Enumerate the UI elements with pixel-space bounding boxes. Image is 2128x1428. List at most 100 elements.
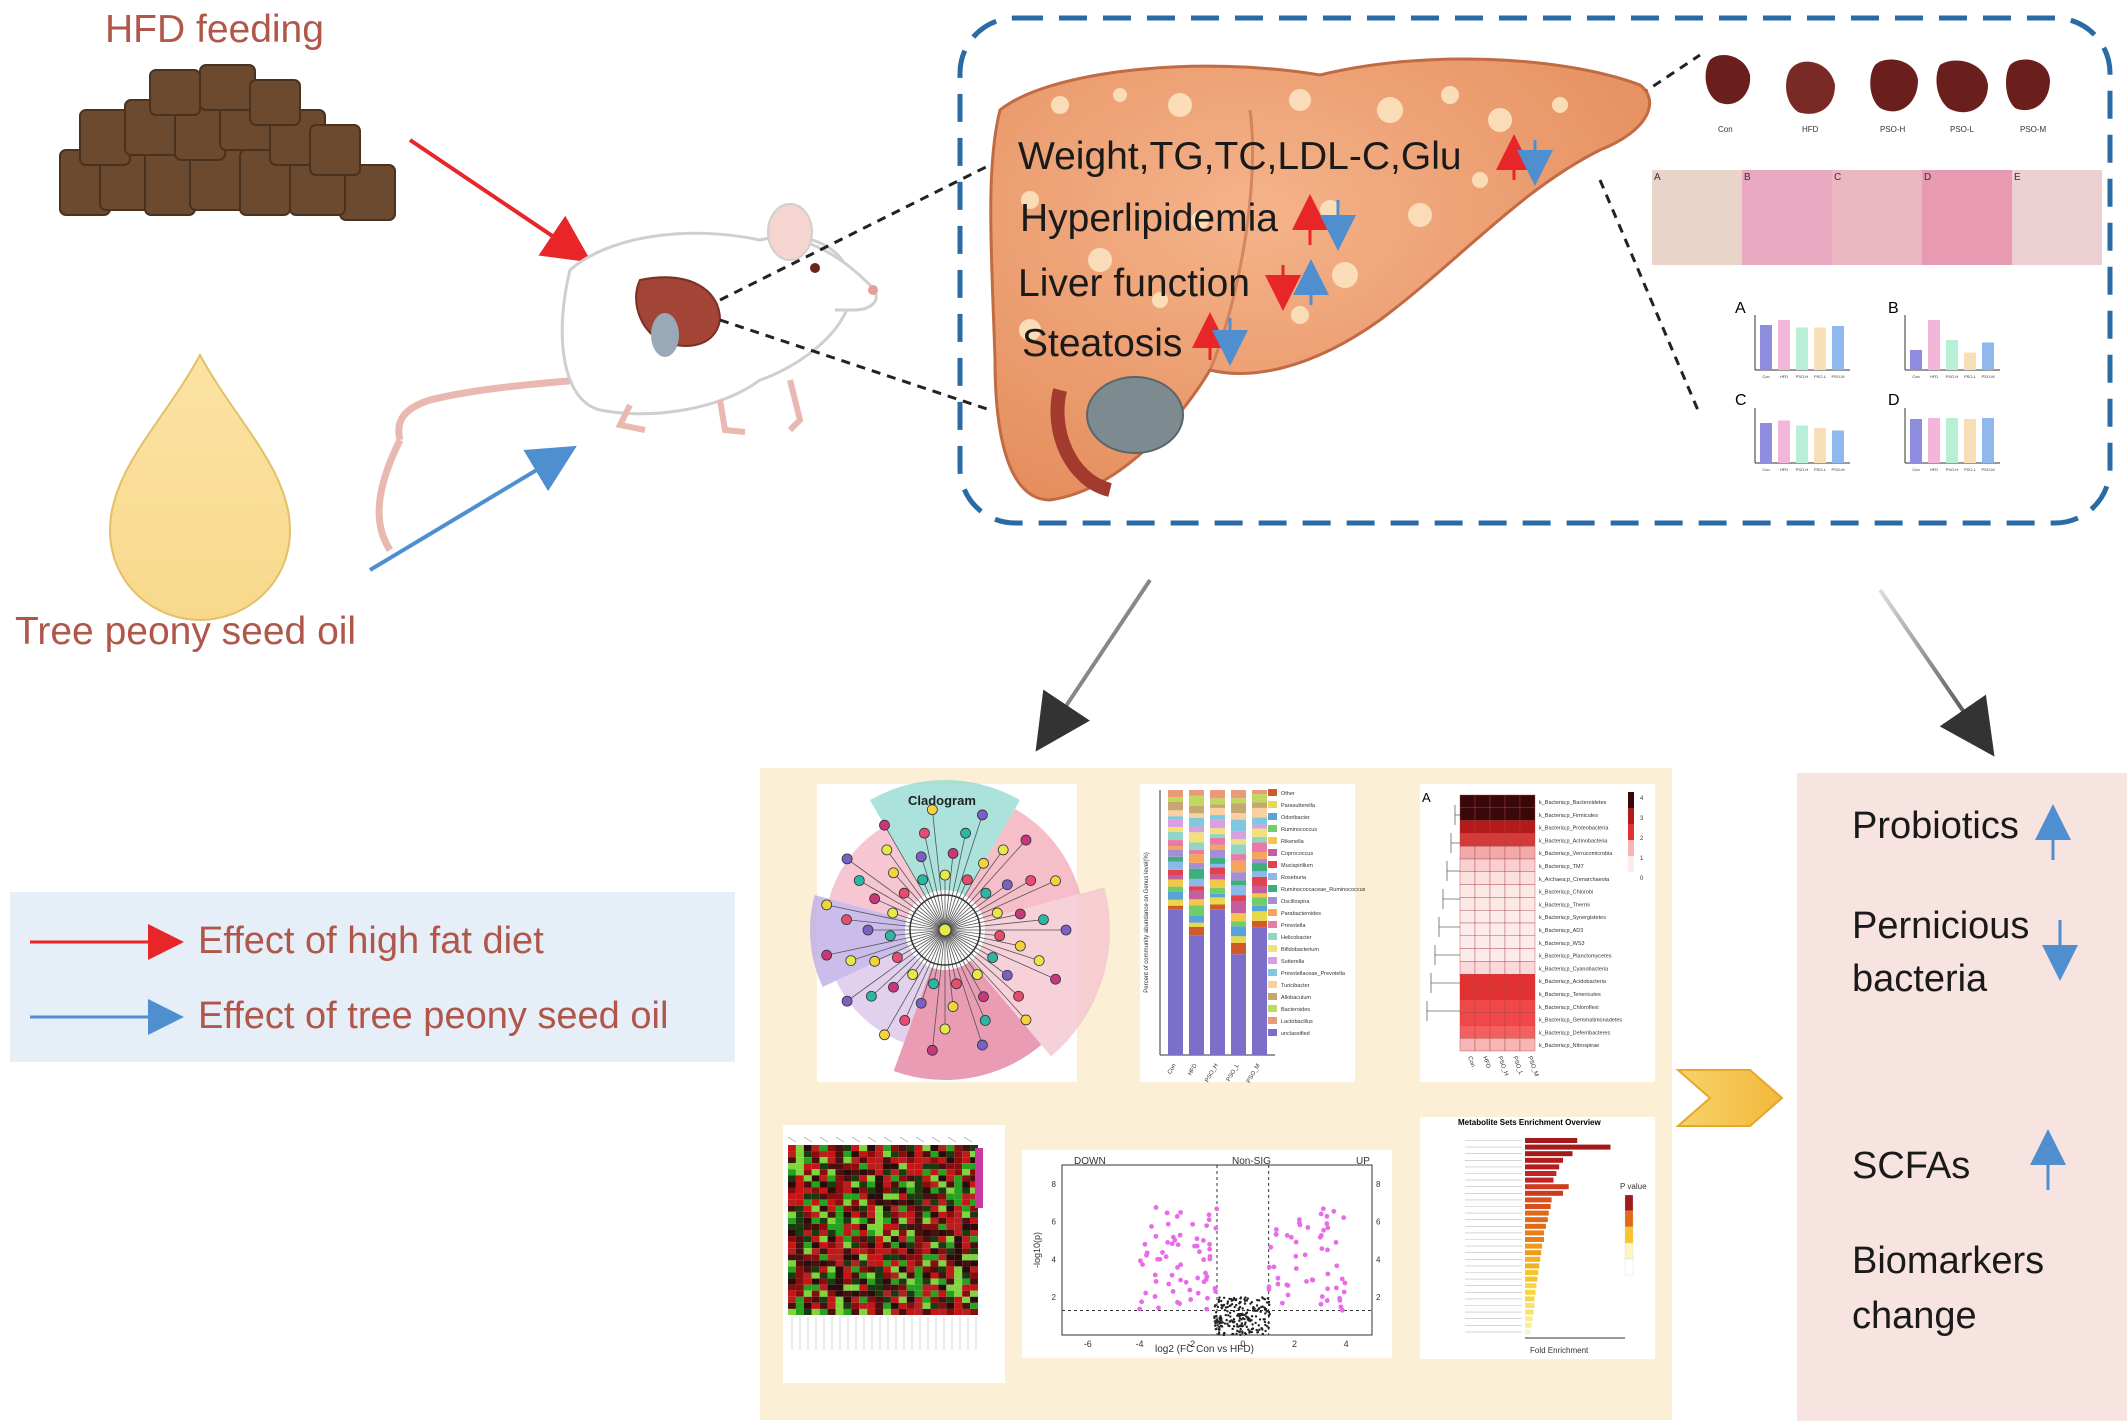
heatmap-cell bbox=[1504, 935, 1521, 949]
stacked-segment bbox=[1210, 897, 1225, 905]
metabolite-heatmap-cell bbox=[819, 1248, 828, 1255]
metabolite-heatmap-cell bbox=[938, 1175, 947, 1182]
enrichment-bar bbox=[1525, 1204, 1551, 1209]
heatmap-cell bbox=[1504, 820, 1521, 834]
heatmap-cell bbox=[1504, 884, 1521, 898]
volcano-point-nonsig bbox=[1248, 1331, 1251, 1334]
metabolite-heatmap-cell bbox=[922, 1284, 931, 1291]
cladogram-node bbox=[1013, 990, 1024, 1002]
volcano-ytick: 8 bbox=[1052, 1180, 1057, 1189]
volcano-point-sig bbox=[1325, 1225, 1331, 1231]
heatmap-cell bbox=[1474, 884, 1491, 898]
metabolite-heatmap-cell bbox=[930, 1230, 939, 1237]
cladogram-node bbox=[1050, 973, 1061, 985]
metabolite-heatmap-cell bbox=[922, 1157, 931, 1164]
metabolite-heatmap-cell bbox=[883, 1223, 891, 1230]
metabolite-heatmap-cell bbox=[859, 1254, 868, 1261]
volcano-point-nonsig bbox=[1231, 1327, 1234, 1331]
metabolite-heatmap-cell bbox=[898, 1296, 907, 1303]
stacked-segment bbox=[1168, 801, 1183, 811]
mini-bar-tick: PSO-L bbox=[1964, 467, 1977, 472]
heatmap-scale-swatch bbox=[1628, 824, 1634, 840]
stacked-segment bbox=[1189, 854, 1204, 863]
metabolite-heatmap-cell bbox=[788, 1151, 796, 1158]
volcano-point-sig bbox=[1293, 1239, 1299, 1245]
volcano-point-nonsig bbox=[1241, 1330, 1244, 1333]
metabolite-heatmap-cell bbox=[914, 1302, 923, 1309]
mini-bar-tick: PSO-H bbox=[1796, 467, 1809, 472]
volcano-point-sig bbox=[1279, 1300, 1285, 1306]
metabolite-heatmap-cell bbox=[954, 1163, 963, 1170]
stacked-legend-label: Parabacteroides bbox=[1281, 911, 1321, 917]
cladogram-node bbox=[987, 952, 999, 963]
stacked-segment bbox=[1210, 790, 1225, 799]
metabolite-heatmap-cell bbox=[851, 1260, 860, 1267]
metabolite-heatmap-cell bbox=[827, 1302, 836, 1309]
cladogram-node bbox=[991, 907, 1003, 919]
cladogram-node bbox=[928, 978, 939, 990]
metabolite-heatmap-cell bbox=[788, 1278, 796, 1285]
volcano-point-sig bbox=[1183, 1279, 1189, 1285]
metabolite-heatmap-cell bbox=[835, 1223, 844, 1230]
metabolite-heatmap-cell bbox=[914, 1242, 923, 1249]
metabolite-heatmap-cell bbox=[954, 1248, 963, 1255]
metabolite-heatmap-cell bbox=[946, 1217, 955, 1224]
enrichment-bar bbox=[1525, 1177, 1554, 1183]
metabolite-heatmap-cell bbox=[803, 1254, 812, 1261]
stacked-segment bbox=[1231, 844, 1246, 855]
oil-drop-illustration bbox=[108, 352, 292, 622]
metabolite-heatmap-cell bbox=[962, 1230, 971, 1237]
volcano-point-nonsig bbox=[1236, 1329, 1239, 1333]
enrichment-bar bbox=[1525, 1322, 1532, 1328]
cladogram-node bbox=[841, 853, 853, 865]
stacked-segment bbox=[1252, 863, 1267, 872]
metabolite-heatmap-cell bbox=[970, 1205, 978, 1212]
metabolite-heatmap-cell bbox=[890, 1199, 899, 1206]
stacked-segment bbox=[1231, 813, 1246, 820]
stacked-segment bbox=[1210, 798, 1225, 805]
enrichment-pvalue-scale bbox=[1624, 1210, 1634, 1228]
metabolite-heatmap-cell bbox=[906, 1217, 915, 1224]
heatmap-cell bbox=[1519, 986, 1536, 1001]
metabolite-heatmap-cell bbox=[946, 1181, 955, 1188]
volcano-point-sig bbox=[1325, 1286, 1330, 1292]
cladogram-branch bbox=[944, 929, 986, 1021]
cladogram-branch bbox=[874, 929, 946, 962]
metabolite-heatmap-cell bbox=[827, 1290, 836, 1297]
cladogram-node bbox=[1014, 908, 1026, 920]
metabolite-heatmap-cell bbox=[922, 1254, 931, 1261]
cladogram-title: Cladogram bbox=[908, 793, 976, 808]
cladogram-node bbox=[939, 869, 951, 881]
liver-effect-steatosis: Steatosis bbox=[1022, 322, 1183, 365]
metabolite-heatmap-cell bbox=[883, 1230, 891, 1237]
volcano-point-sig bbox=[1273, 1227, 1279, 1232]
metabolite-heatmap-cell bbox=[835, 1199, 844, 1206]
metabolite-heatmap-cell bbox=[906, 1163, 915, 1170]
metabolite-heatmap-cell bbox=[883, 1236, 891, 1243]
metabolite-heatmap-cell bbox=[970, 1163, 978, 1170]
metabolite-heatmap-cell bbox=[946, 1254, 955, 1261]
stacked-segment bbox=[1252, 817, 1267, 825]
metabolite-heatmap-cell bbox=[930, 1151, 939, 1158]
metabolite-heatmap-cell bbox=[962, 1248, 971, 1255]
metabolite-heatmap-cell bbox=[875, 1181, 883, 1188]
metabolite-heatmap-cell bbox=[890, 1211, 899, 1218]
metabolite-heatmap-cell bbox=[843, 1187, 852, 1194]
cladogram-node bbox=[979, 1015, 991, 1026]
cladogram-node bbox=[853, 875, 865, 886]
cladogram-branch bbox=[944, 929, 1019, 997]
metabolite-heatmap-cell bbox=[970, 1272, 978, 1279]
metabolite-heatmap-cell bbox=[827, 1175, 836, 1182]
metabolite-heatmap-cell bbox=[819, 1199, 828, 1206]
cladogram-node bbox=[1025, 875, 1037, 886]
metabolite-heatmap-cell bbox=[859, 1145, 868, 1152]
stacked-legend-swatch bbox=[1268, 885, 1277, 892]
volcano-point-sig bbox=[1195, 1275, 1201, 1281]
mini-bar bbox=[1796, 425, 1808, 463]
metabolite-heatmap-cell bbox=[946, 1242, 955, 1249]
volcano-point-nonsig bbox=[1220, 1303, 1223, 1307]
volcano-point-sig bbox=[1275, 1275, 1281, 1281]
metabolite-heatmap-cell bbox=[795, 1163, 804, 1170]
stacked-segment bbox=[1210, 828, 1225, 835]
heatmap-row-label: k_Archaea;p_Crenarchaeota bbox=[1539, 877, 1610, 883]
